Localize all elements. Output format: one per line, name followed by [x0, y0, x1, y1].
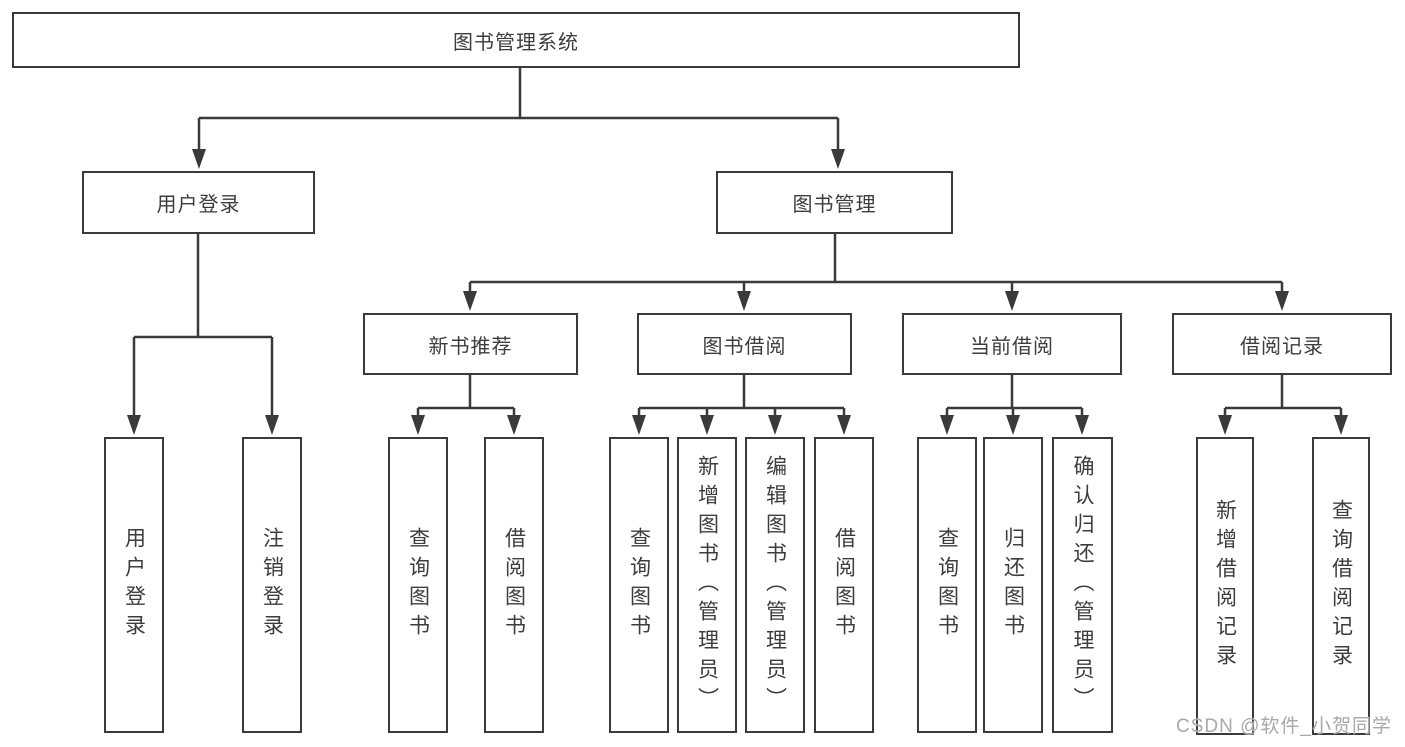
edge-new-book-to-leaves: [416, 375, 516, 418]
node-label: 新增图书（管理员）: [695, 454, 719, 716]
node-add-borrow-record: 新增借阅记录: [1196, 437, 1254, 735]
node-return-books: 归还图书: [983, 437, 1043, 733]
node-add-books-admin: 新增图书（管理员）: [677, 437, 737, 733]
node-label: 编辑图书（管理员）: [763, 454, 787, 716]
edge-book-management-to-level3: [468, 234, 1284, 294]
node-label: 用户登录: [122, 527, 146, 643]
edge-borrow-records-to-leaves: [1223, 375, 1343, 418]
node-user-login-leaf: 用户登录: [104, 437, 164, 733]
node-label: 注销登录: [260, 527, 284, 643]
node-current-borrow: 当前借阅: [902, 313, 1122, 375]
edge-root-to-level2: [197, 68, 840, 152]
node-label: 新增借阅记录: [1213, 499, 1237, 673]
node-query-books-borrow: 查询图书: [609, 437, 669, 733]
node-query-borrow-record: 查询借阅记录: [1312, 437, 1370, 735]
node-label: 查询图书: [935, 527, 959, 643]
node-library-management-system: 图书管理系统: [12, 12, 1020, 68]
node-label: 查询图书: [627, 527, 651, 643]
edge-user-login-to-leaves: [132, 234, 274, 418]
node-edit-books-admin: 编辑图书（管理员）: [745, 437, 805, 733]
node-borrow-books-borrow: 借阅图书: [814, 437, 874, 733]
node-label: 查询图书: [406, 527, 430, 643]
node-user-login: 用户登录: [82, 171, 315, 234]
node-label: 借阅图书: [832, 527, 856, 643]
node-borrow-records: 借阅记录: [1172, 313, 1392, 375]
node-query-books-current: 查询图书: [917, 437, 977, 733]
node-label: 查询借阅记录: [1329, 499, 1353, 673]
node-label: 借阅图书: [502, 527, 526, 643]
arrowheads: [127, 149, 1348, 435]
edge-current-borrow-to-leaves: [945, 375, 1084, 418]
node-label: 确认归还（管理员）: [1071, 454, 1094, 716]
node-logout-leaf: 注销登录: [242, 437, 302, 733]
node-label: 归还图书: [1001, 527, 1025, 643]
node-confirm-return-admin: 确认归还（管理员）: [1052, 437, 1113, 733]
node-book-borrow: 图书借阅: [637, 313, 852, 375]
node-borrow-books-newbook: 借阅图书: [484, 437, 544, 733]
node-book-management: 图书管理: [716, 171, 953, 234]
node-new-book-recommend: 新书推荐: [363, 313, 578, 375]
edge-book-borrow-to-leaves: [637, 375, 846, 418]
node-query-books-newbook: 查询图书: [388, 437, 448, 733]
